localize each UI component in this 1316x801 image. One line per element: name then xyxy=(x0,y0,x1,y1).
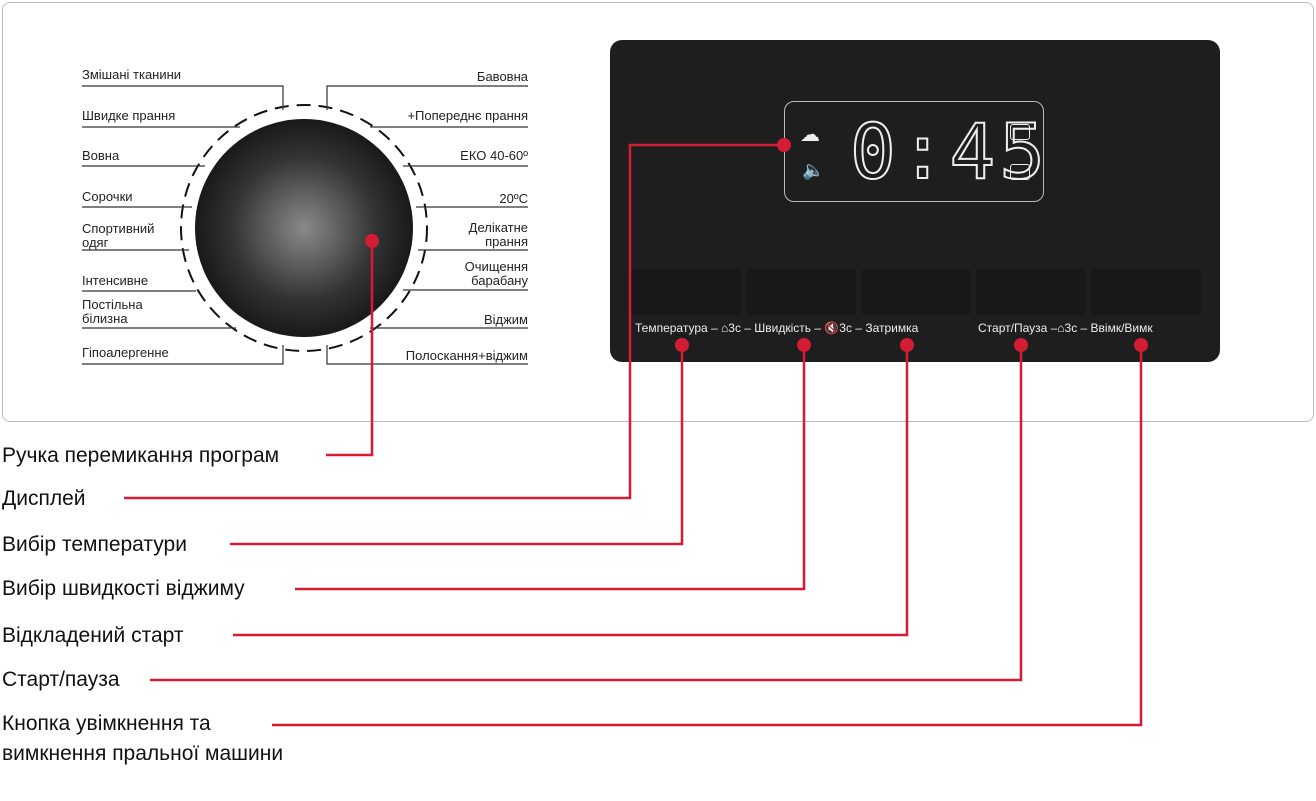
temperature-button[interactable] xyxy=(631,269,741,315)
program-label: Очищення xyxy=(464,259,528,274)
lock-icon xyxy=(1010,164,1030,180)
program-label: Інтенсивне xyxy=(82,273,149,288)
buttons-label: Температура – ⌂3c – Швидкість – 🔇3c – За… xyxy=(635,321,919,335)
callout-power-2: вимкнення пральної машини xyxy=(2,742,284,765)
program-label: Сорочки xyxy=(82,189,133,204)
program-label: Постільна xyxy=(82,297,143,312)
program-label: Вовна xyxy=(82,148,120,163)
program-label: +Попереднє прання xyxy=(407,108,528,123)
program-label: Спортивний xyxy=(82,221,155,236)
program-label: білизна xyxy=(82,311,128,326)
dial-ring xyxy=(180,104,428,352)
program-label: Делікатне xyxy=(468,220,528,235)
program-label: одяг xyxy=(82,235,109,250)
program-label: Швидке прання xyxy=(82,108,176,123)
callout-spin: Вибір швидкості віджиму xyxy=(2,577,245,600)
program-label: ЕКО 40-60º xyxy=(460,148,528,163)
program-label: Полоскання+віджим xyxy=(405,348,528,363)
buttons-label: Старт/Пауза –⌂3c – Ввімк/Вимк xyxy=(978,321,1153,335)
program-label: прання xyxy=(485,234,528,249)
program-label: барабану xyxy=(471,273,528,288)
delay-button[interactable] xyxy=(861,269,971,315)
program-label: Віджим xyxy=(483,312,528,327)
program-label: Змішані тканини xyxy=(82,67,182,82)
mute-icon: 🔈 xyxy=(802,160,825,180)
power-button[interactable] xyxy=(1091,269,1201,315)
callout-program-knob: Ручка перемикання програм xyxy=(2,444,280,467)
spin-speed-button[interactable] xyxy=(746,269,856,315)
callout-display: Дисплей xyxy=(2,487,86,510)
start-pause-button[interactable] xyxy=(976,269,1086,315)
program-label: Гіпоалергенне xyxy=(82,345,169,360)
callout-start-pause: Старт/пауза xyxy=(2,668,120,691)
steam-icon: ☁ xyxy=(800,124,820,146)
callout-power: Кнопка увімкнення та xyxy=(2,712,211,735)
program-label: Бавовна xyxy=(476,69,528,84)
child-lock-icon xyxy=(1010,124,1030,140)
callout-temperature: Вибір температури xyxy=(2,533,187,556)
callout-delay: Відкладений старт xyxy=(2,624,184,647)
program-knob[interactable] xyxy=(195,119,413,337)
program-label: 20ºC xyxy=(499,191,528,206)
